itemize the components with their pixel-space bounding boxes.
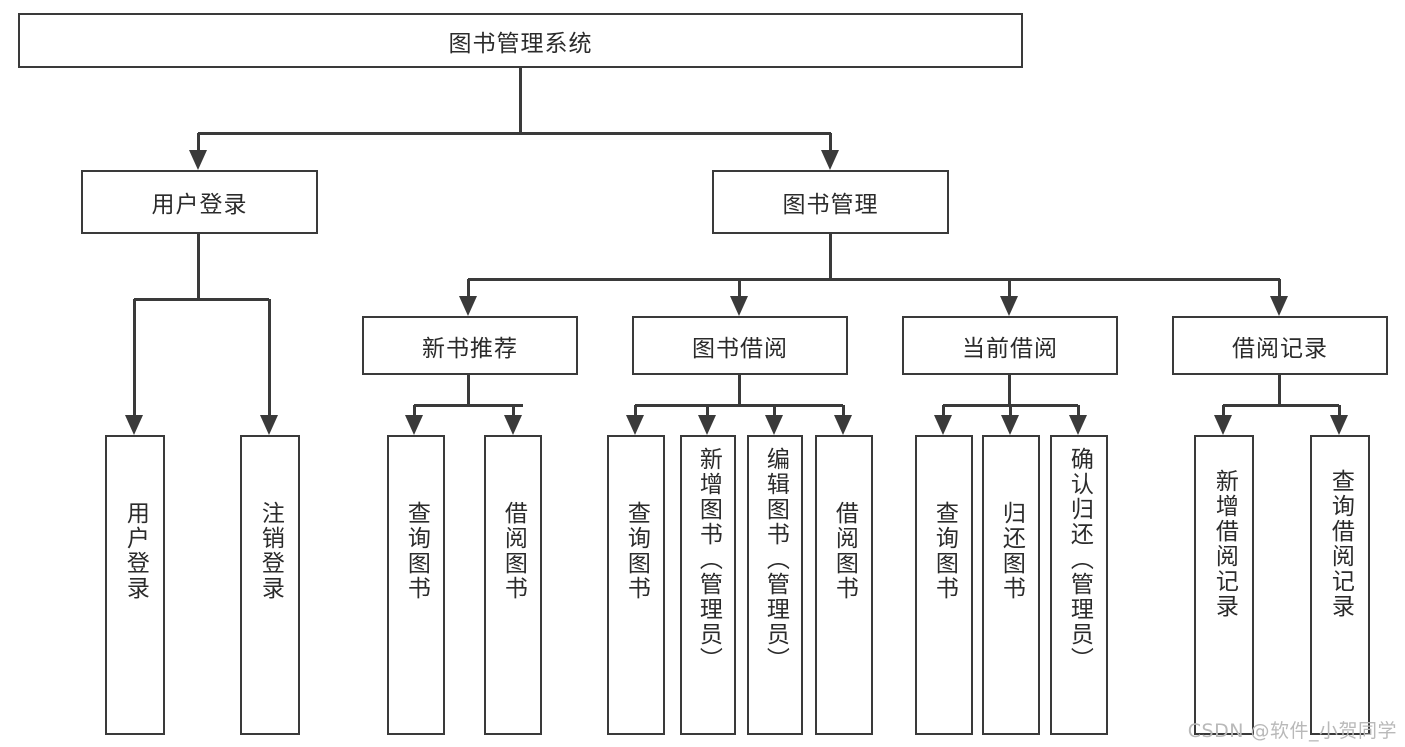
edge-group-2-stem [1007,375,1011,405]
edge-login-drop-0 [132,299,136,415]
node-leaf-2[interactable]: 查询图书 [387,435,445,735]
node-leaf-12[interactable]: 查询借阅记录 [1310,435,1370,735]
arrow-head-group-0-0 [405,415,423,435]
node-label: 查询图书 [403,501,430,601]
node-label: 当前借阅 [962,335,1058,362]
node-label: 查询图书 [623,501,650,601]
node-label: 归还图书 [998,501,1025,601]
node-label: 图书管理系统 [448,30,593,57]
arrow-head-group-0-1 [504,415,522,435]
arrow-head-manage-0 [459,296,477,316]
arrow-head-login-1 [260,415,278,435]
node-root-library-system[interactable]: 图书管理系统 [18,13,1023,68]
node-level2-0[interactable]: 用户登录 [81,170,318,234]
node-leaf-5[interactable]: 新增图书（管理员） [680,435,736,735]
node-label: 查询图书 [931,501,958,601]
edge-group-3-stem [1277,375,1281,405]
arrow-head-group-1-0 [626,415,644,435]
arrow-head-group-3-0 [1214,415,1232,435]
edge-manage-drop-2 [1007,279,1011,296]
node-leaf-8[interactable]: 查询图书 [915,435,973,735]
node-leaf-1[interactable]: 注销登录 [240,435,300,735]
edge-group-3-bus [1223,403,1339,407]
node-label: 新书推荐 [422,335,518,362]
edge-group-1-drop-1 [705,405,709,417]
arrow-head-group-3-1 [1330,415,1348,435]
node-label: 借阅图书 [500,501,527,601]
node-leaf-10[interactable]: 确认归还（管理员） [1050,435,1108,735]
node-level3-3[interactable]: 借阅记录 [1172,316,1388,375]
arrow-head-manage-2 [1000,296,1018,316]
edge-group-0-stem [466,375,470,405]
node-label: 用户登录 [151,192,248,218]
node-label: 图书借阅 [692,335,788,362]
edge-root-bus [198,131,831,135]
arrow-head-group-2-2 [1069,415,1087,435]
node-label: 图书管理 [782,192,879,218]
edge-login-stem [196,234,200,301]
edge-root-drop-1 [828,133,832,150]
edge-login-bus [134,297,269,301]
edge-manage-drop-3 [1277,279,1281,296]
edge-group-3-drop-1 [1337,405,1341,417]
edge-manage-drop-1 [737,279,741,296]
arrow-head-group-1-1 [698,415,716,435]
node-label: 新增图书（管理员） [695,447,722,672]
node-label: 借阅记录 [1232,335,1328,362]
edge-group-1-drop-3 [841,405,845,417]
edge-manage-bus [468,277,1280,281]
node-leaf-11[interactable]: 新增借阅记录 [1194,435,1254,735]
node-label: 注销登录 [257,501,284,601]
node-label: 用户登录 [122,501,149,601]
node-label: 编辑图书（管理员） [762,447,789,672]
node-leaf-3[interactable]: 借阅图书 [484,435,542,735]
node-leaf-0[interactable]: 用户登录 [105,435,165,735]
node-leaf-9[interactable]: 归还图书 [982,435,1040,735]
edge-group-2-drop-2 [1076,405,1080,417]
edge-group-2-drop-0 [941,405,945,417]
arrow-head-root-0 [189,150,207,170]
arrow-head-group-2-0 [934,415,952,435]
edge-group-1-bus [635,403,843,407]
arrow-head-group-1-2 [765,415,783,435]
node-level3-2[interactable]: 当前借阅 [902,316,1118,375]
node-leaf-4[interactable]: 查询图书 [607,435,665,735]
arrow-head-login-0 [125,415,143,435]
edge-group-2-drop-1 [1008,405,1012,417]
edge-group-0-drop-1 [511,405,515,417]
edge-group-3-drop-0 [1221,405,1225,417]
node-label: 借阅图书 [831,501,858,601]
arrow-head-group-1-3 [834,415,852,435]
edge-group-1-stem [737,375,741,405]
arrow-head-manage-1 [730,296,748,316]
arrow-head-group-2-1 [1001,415,1019,435]
watermark-text: CSDN @软件_小贺同学 [1187,720,1397,742]
node-leaf-7[interactable]: 借阅图书 [815,435,873,735]
edge-root-drop-0 [196,133,200,150]
node-label: 新增借阅记录 [1211,469,1238,619]
edge-group-1-drop-2 [772,405,776,417]
edge-root-stem [518,68,522,135]
edge-group-0-bus [414,403,523,407]
edge-manage-stem [828,234,832,281]
edge-login-drop-1 [267,299,271,415]
arrow-head-root-1 [821,150,839,170]
node-leaf-6[interactable]: 编辑图书（管理员） [747,435,803,735]
edge-manage-drop-0 [466,279,470,296]
edge-group-1-drop-0 [633,405,637,417]
node-level2-1[interactable]: 图书管理 [712,170,949,234]
node-label: 查询借阅记录 [1327,469,1354,619]
node-level3-1[interactable]: 图书借阅 [632,316,848,375]
node-label: 确认归还（管理员） [1066,447,1093,672]
arrow-head-manage-3 [1270,296,1288,316]
node-level3-0[interactable]: 新书推荐 [362,316,578,375]
edge-group-0-drop-0 [412,405,416,417]
